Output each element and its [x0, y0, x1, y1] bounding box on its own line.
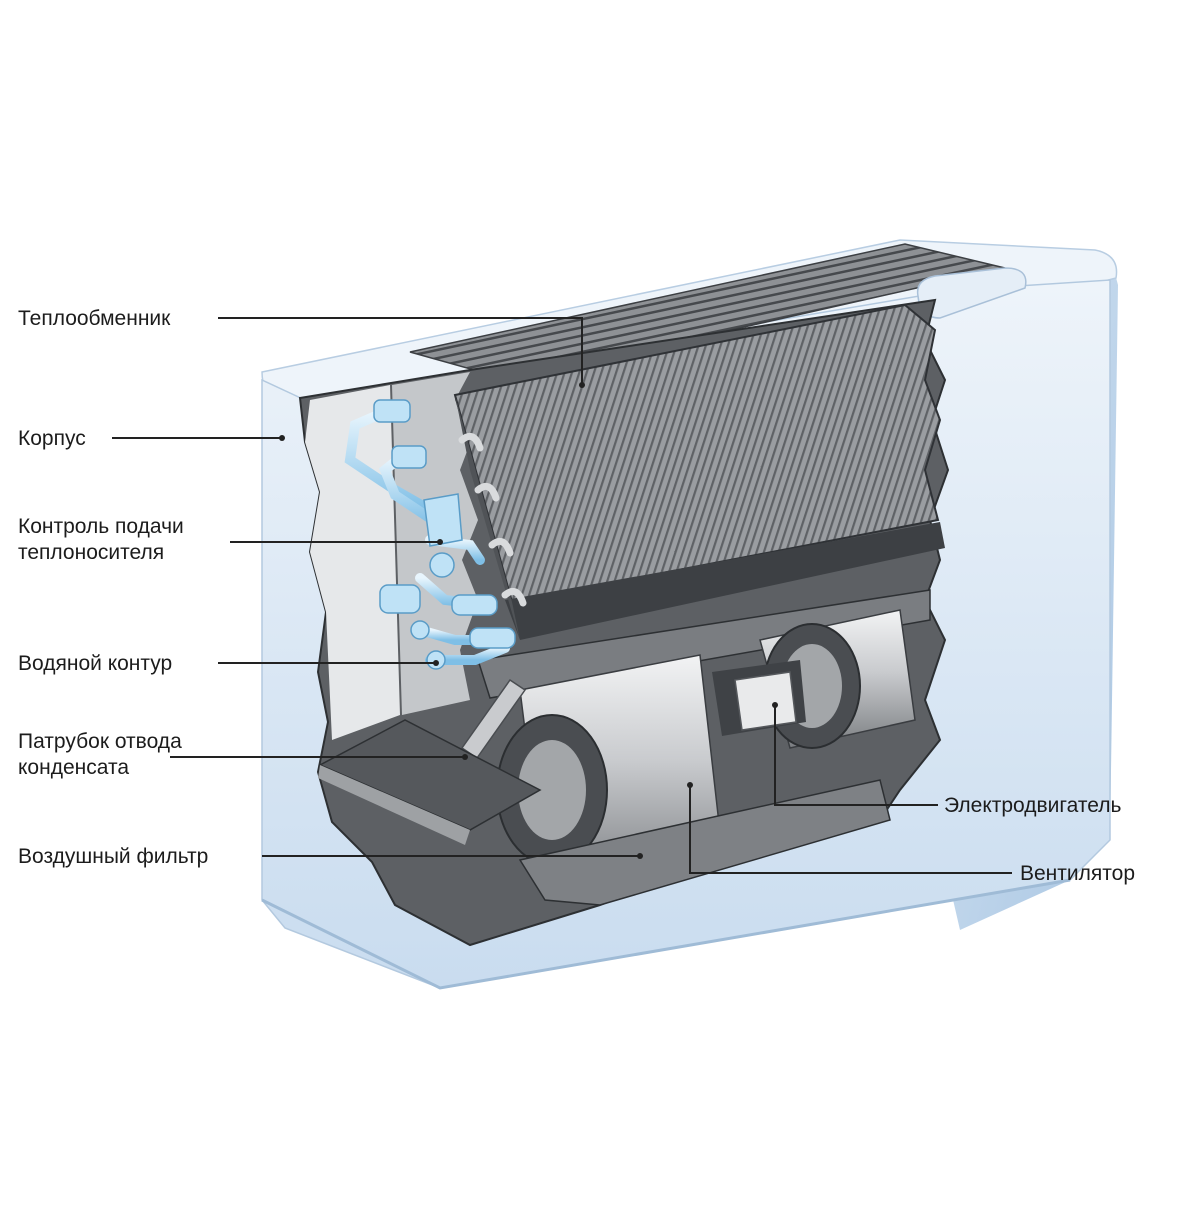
leader-lines	[112, 317, 1012, 874]
air-filter	[518, 779, 891, 906]
label-condensate-line2: конденсата	[18, 756, 130, 779]
label-air-filter: Воздушный фильтр	[18, 845, 209, 868]
label-housing: Корпус	[18, 427, 86, 450]
label-condensate-line1: Патрубок отвода	[18, 730, 182, 753]
leader-dots	[279, 382, 778, 859]
label-coolant-control: Контроль подачи теплоносителя	[18, 514, 184, 566]
label-electric-motor: Электродвигатель	[944, 794, 1122, 817]
leader-motor	[774, 705, 938, 806]
condensate-tray	[318, 719, 542, 831]
coil-bottom-frame	[505, 522, 945, 640]
leader-heat-exchanger	[218, 317, 583, 385]
condensate-tray-lip	[318, 765, 470, 845]
housing-bottom-edge	[261, 878, 1071, 990]
drip-tray-rail	[477, 589, 931, 699]
electric-motor	[712, 660, 806, 736]
label-fan: Вентилятор	[1020, 862, 1135, 885]
coil-end-plate	[455, 395, 520, 640]
label-coolant-control-line2: теплоносителя	[18, 541, 165, 564]
label-condensate-drain: Патрубок отвода конденсата	[18, 729, 182, 781]
label-coolant-control-line1: Контроль подачи	[18, 515, 184, 538]
label-water-circuit: Водяной контур	[18, 652, 173, 675]
coil-return-bends	[458, 432, 527, 607]
leader-fan	[689, 785, 1012, 874]
valve-fittings	[373, 399, 516, 670]
label-heat-exchanger: Теплообменник	[18, 307, 171, 330]
